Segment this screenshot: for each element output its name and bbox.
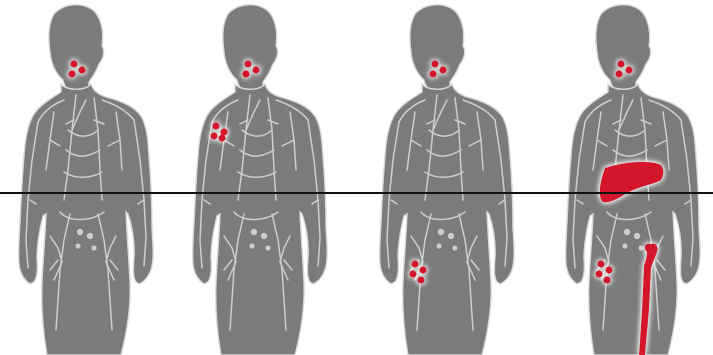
head-silhouette (49, 5, 104, 94)
body-figure-2 (168, 0, 358, 355)
head-silhouette (596, 5, 651, 94)
head-silhouette (410, 5, 465, 94)
body-figure-1 (0, 0, 184, 355)
horizontal-divider-line (0, 192, 713, 194)
body-figure-4 (541, 0, 713, 355)
body-figure-3 (355, 0, 545, 355)
head-silhouette (223, 5, 278, 94)
